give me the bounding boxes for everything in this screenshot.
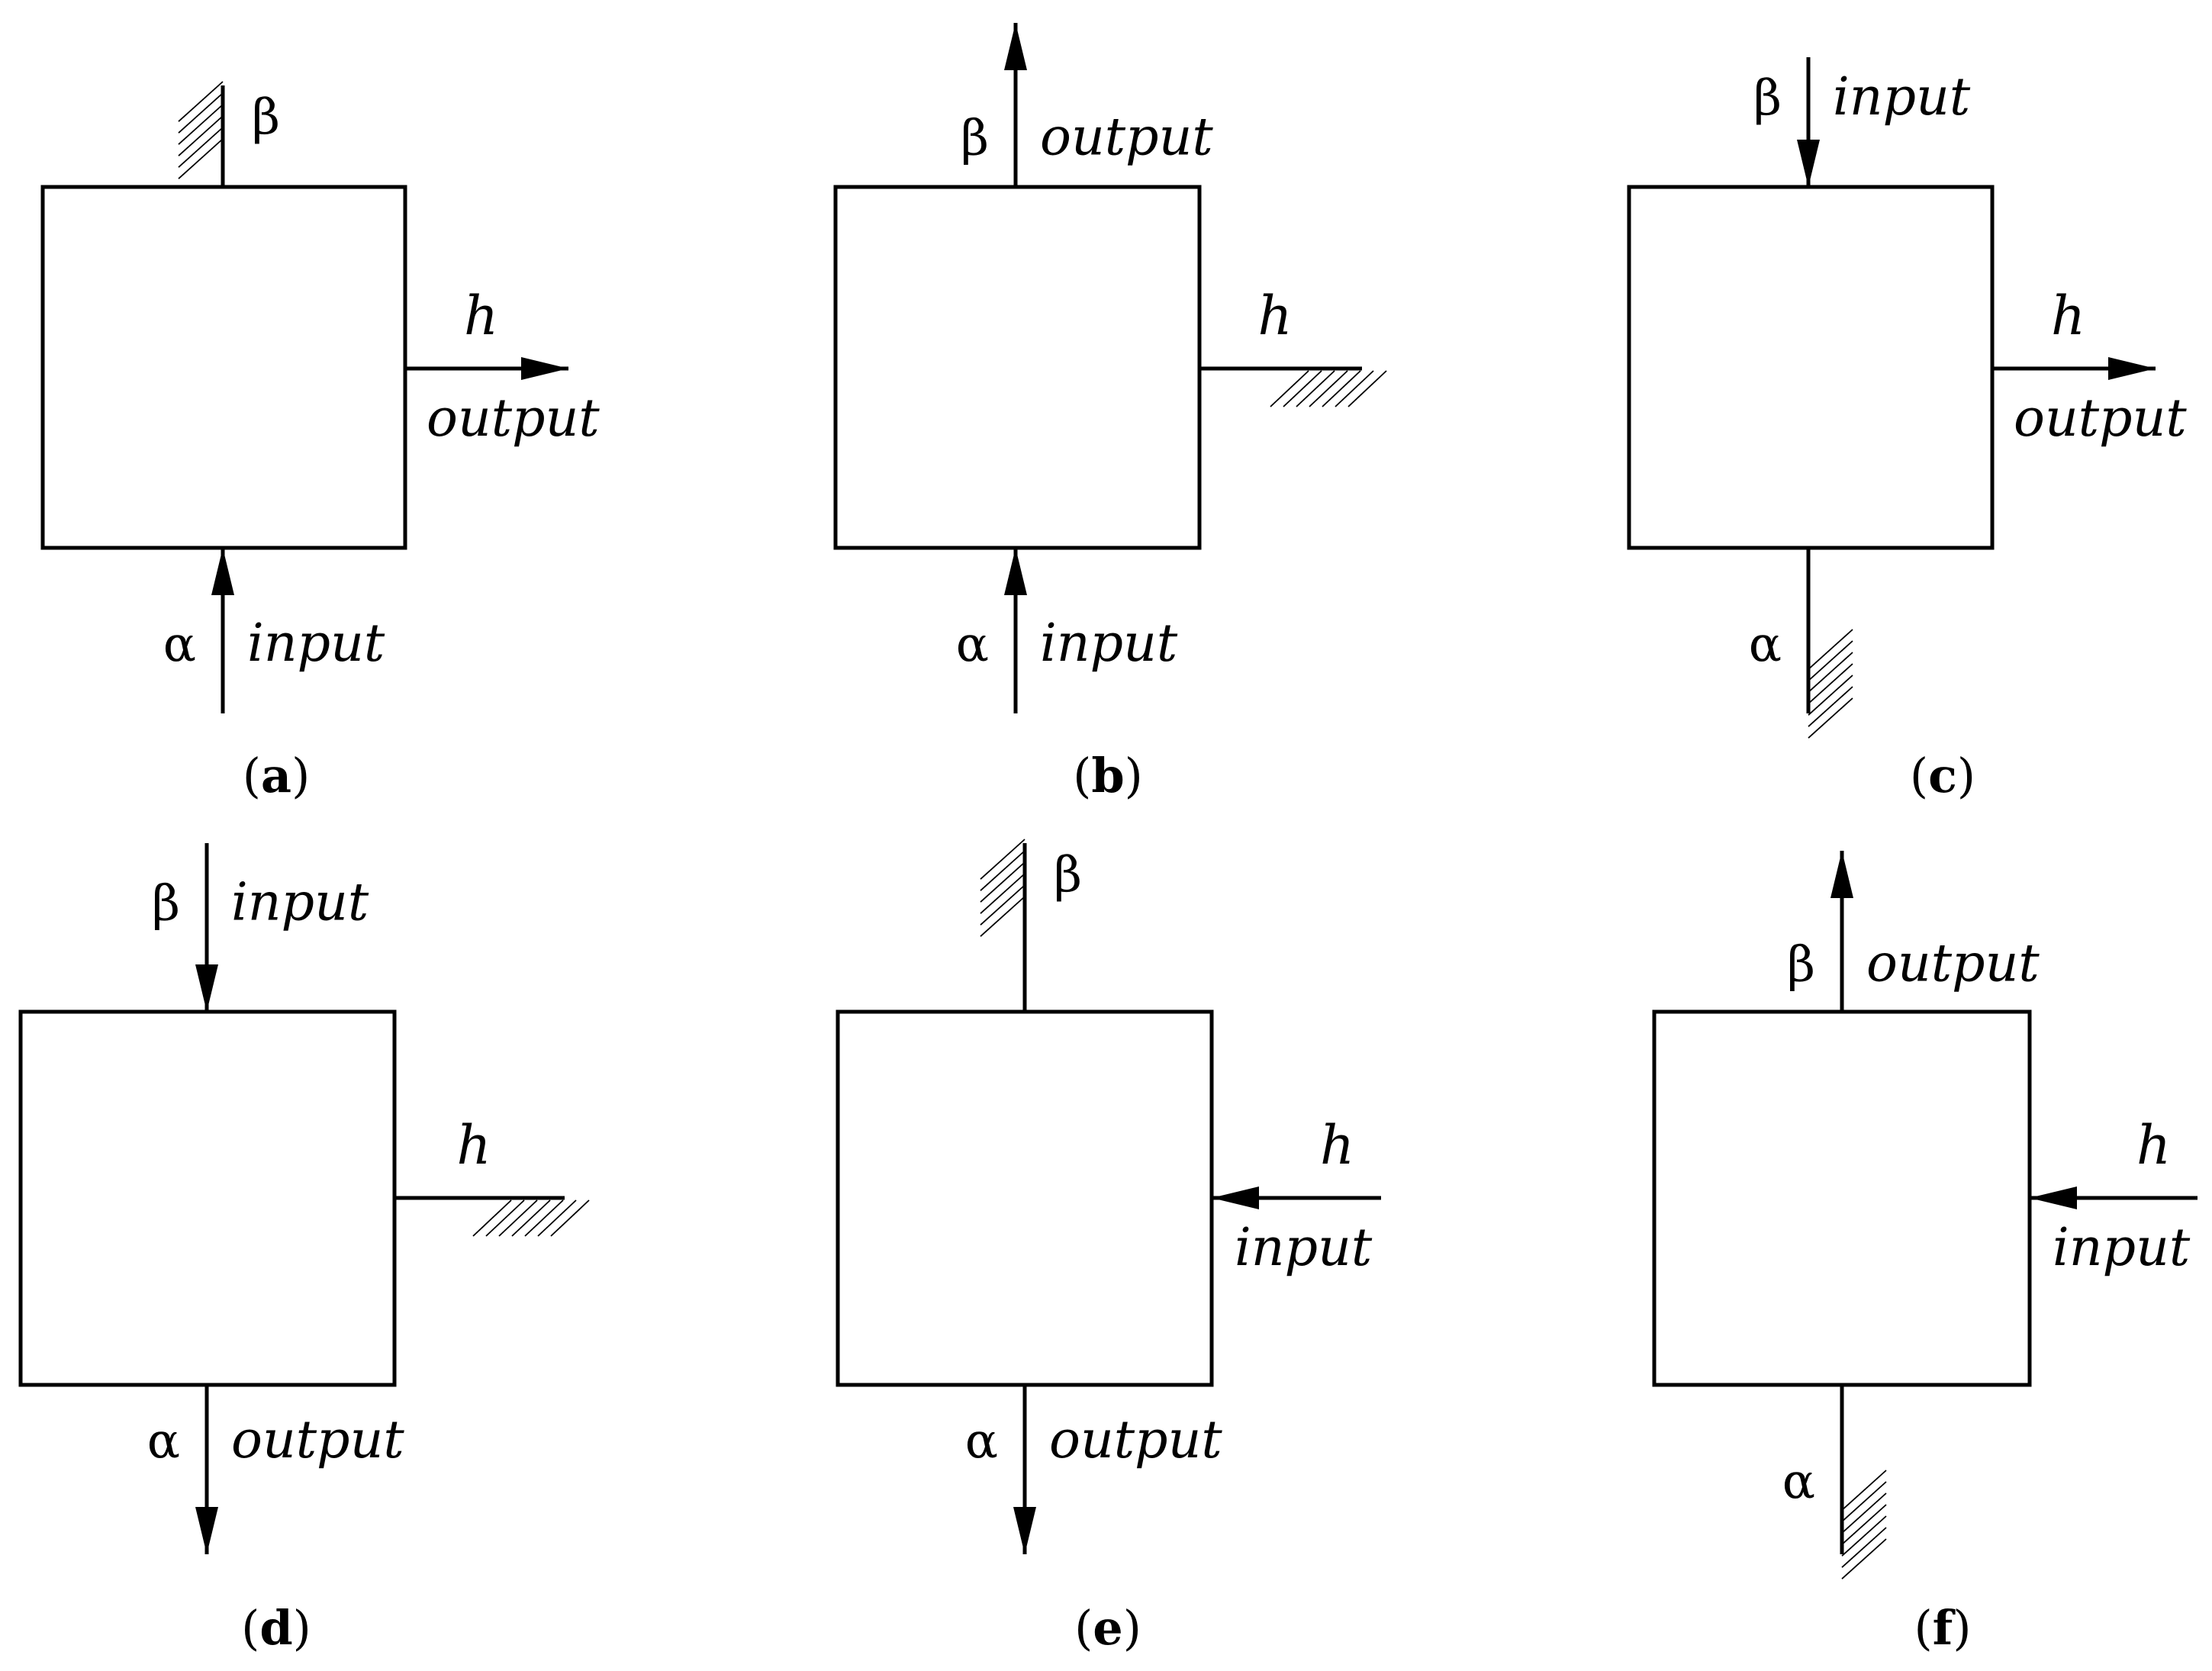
top-port-role: output — [1040, 108, 1213, 168]
system-block — [18, 1009, 397, 1387]
right-port-symbol: h — [2051, 285, 2085, 347]
panel-caption: (c) — [1910, 748, 1975, 803]
system-block — [1627, 185, 1995, 550]
panel-caption: (b) — [1073, 748, 1143, 803]
bottom-port-arrow-icon — [195, 1507, 218, 1554]
bottom-port-role: input — [1040, 613, 1178, 674]
bottom-port-role: output — [231, 1410, 404, 1470]
panel-caption-letter: b — [1091, 748, 1124, 803]
bottom-port-ground-hatch — [1808, 629, 1853, 739]
panel-caption-letter: d — [259, 1600, 292, 1656]
top-port-arrow-icon — [1830, 851, 1853, 898]
bottom-port-symbol: α — [1782, 1454, 1815, 1510]
bottom-port-arrow-icon — [211, 548, 234, 595]
bottom-port-symbol: α — [965, 1413, 998, 1470]
top-port-role: input — [231, 873, 369, 933]
top-port-symbol: β — [1787, 937, 1815, 993]
right-port-symbol: h — [1320, 1114, 1354, 1177]
top-port-symbol: β — [961, 111, 989, 167]
system-block — [836, 1009, 1214, 1387]
top-port-arrow-icon — [1797, 140, 1820, 187]
bottom-port-ground-hatch — [1841, 1470, 1887, 1579]
bottom-port-arrow-icon — [1004, 548, 1027, 595]
top-port-ground-hatch — [178, 81, 224, 179]
top-port-role: input — [1833, 67, 1971, 127]
top-port-symbol: β — [252, 89, 280, 146]
panel-caption: (d) — [241, 1600, 311, 1656]
bottom-port-symbol: α — [163, 617, 196, 673]
right-port-symbol: h — [1258, 285, 1293, 347]
bottom-port-arrow-icon — [1013, 1507, 1036, 1554]
top-port-role: output — [1866, 934, 2040, 994]
bottom-port-role: output — [1049, 1410, 1222, 1470]
top-port-ground-hatch — [980, 839, 1026, 937]
top-port-symbol: β — [152, 876, 180, 932]
top-port-arrow-icon — [1004, 23, 1027, 70]
right-port-arrow-icon — [521, 357, 568, 380]
panel-caption: (e) — [1074, 1600, 1141, 1656]
right-port-ground-hatch — [472, 1199, 590, 1237]
system-block — [1652, 1009, 2032, 1387]
system-block — [40, 185, 407, 550]
bottom-port-symbol: α — [956, 617, 989, 673]
system-block — [833, 185, 1202, 550]
panel-caption-letter: e — [1093, 1600, 1122, 1656]
right-port-symbol: h — [457, 1114, 491, 1177]
top-port-symbol: β — [1054, 847, 1082, 903]
right-port-role: input — [2053, 1218, 2191, 1278]
panel-caption: (a) — [243, 748, 311, 803]
bottom-port-symbol: α — [147, 1413, 180, 1470]
right-port-role: output — [2014, 388, 2187, 449]
bottom-port-symbol: α — [1749, 617, 1782, 673]
right-port-role: input — [1235, 1218, 1373, 1278]
right-port-symbol: h — [2136, 1114, 2171, 1177]
panel-caption-letter: a — [261, 748, 291, 803]
right-port-arrow-icon — [1212, 1186, 1259, 1209]
right-port-arrow-icon — [2030, 1186, 2077, 1209]
panel-caption-letter: c — [1928, 748, 1957, 803]
right-port-arrow-icon — [2108, 357, 2156, 380]
top-port-arrow-icon — [195, 964, 218, 1012]
top-port-symbol: β — [1753, 70, 1782, 127]
panel-caption: (f) — [1914, 1600, 1971, 1656]
right-port-symbol: h — [464, 285, 498, 347]
panel-caption-letter: f — [1933, 1600, 1956, 1656]
right-port-role: output — [427, 388, 600, 449]
bottom-port-role: input — [247, 613, 385, 674]
right-port-ground-hatch — [1270, 370, 1387, 407]
